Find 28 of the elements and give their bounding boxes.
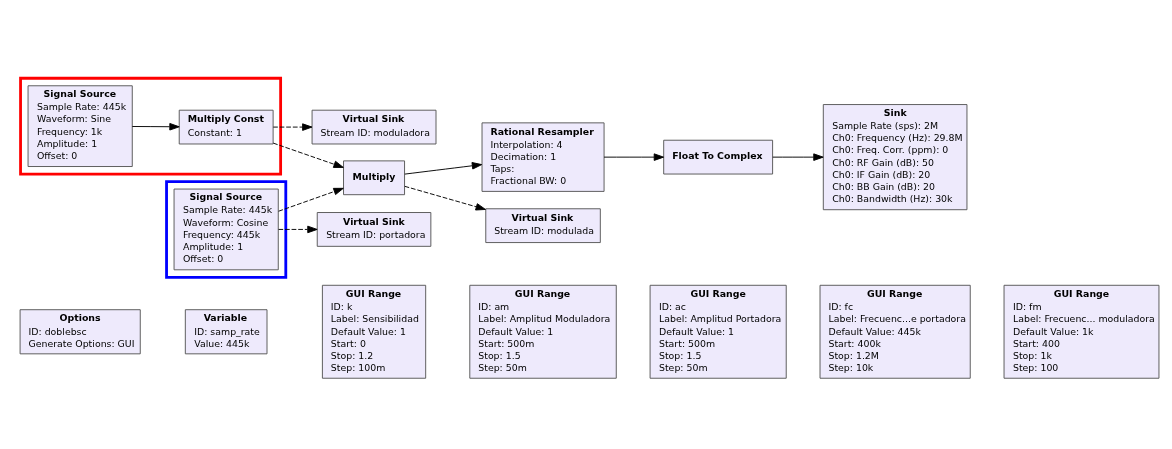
node-box: Signal Source Sample Rate: 445k Waveform: Cosine Frequency: 445k Amplitude: 1 Offset: 0	[173, 188, 279, 271]
node-box: Variable ID: samp_rate Value: 445k	[184, 309, 268, 355]
arrow	[272, 123, 313, 131]
node-box: Sink Sample Rate (sps): 2M Ch0: Frequency (Hz): 29.8M Ch0: Freq. Corr. (ppm): 0 Ch0: RF Gain (dB): 50 Ch0: IF Gain (dB): 20 Ch0: BB Gain (dB): 20 Ch0: Bandwidth (Hz): 30k	[822, 104, 968, 211]
arrow	[772, 153, 824, 161]
arrow	[603, 153, 665, 161]
node-box: Virtual Sink Stream ID: portadora	[316, 212, 432, 247]
arrow	[278, 187, 344, 212]
node-box: Multiply	[343, 160, 406, 196]
node-box: GUI Range ID: am Label: Amplitud Moduladora Default Value: 1 Start: 500m Stop: 1.5 Step: 50m	[469, 284, 617, 379]
node-box: Options ID: doblebsc Generate Options: GUI	[19, 309, 141, 355]
node-box: Virtual Sink Stream ID: moduladora	[311, 109, 437, 145]
node-box: GUI Range ID: fm Label: Frecuenc... moduladora Default Value: 1k Start: 400 Stop: 1k Step: 100	[1003, 284, 1160, 379]
node-box: GUI Range ID: fc Label: Frecuenc...e portadora Default Value: 445k Start: 400k Stop: 1.2M Step: 10k	[819, 284, 971, 379]
arrow	[272, 142, 344, 168]
node-box: Signal Source Sample Rate: 445k Waveform: Sine Frequency: 1k Amplitude: 1 Offset: 0	[27, 85, 133, 167]
node-box: GUI Range ID: k Label: Sensibilidad Default Value: 1 Start: 0 Stop: 1.2 Step: 100m	[321, 284, 427, 379]
arrow	[404, 185, 486, 211]
arrow	[278, 225, 318, 234]
node-box: Float To Complex	[663, 139, 774, 175]
cluster	[165, 180, 288, 279]
arrow	[131, 123, 180, 131]
node-box: Multiply Const Constant: 1	[178, 109, 274, 145]
arrow	[404, 162, 483, 175]
cluster	[19, 76, 283, 176]
node-box: GUI Range ID: ac Label: Amplitud Portadora Default Value: 1 Start: 500m Stop: 1.5 Step: 50m	[649, 284, 787, 379]
node-box: Virtual Sink Stream ID: modulada	[485, 208, 601, 244]
node-box: Rational Resampler Interpolation: 4 Decimation: 1 Taps: Fractional BW: 0	[481, 122, 605, 192]
